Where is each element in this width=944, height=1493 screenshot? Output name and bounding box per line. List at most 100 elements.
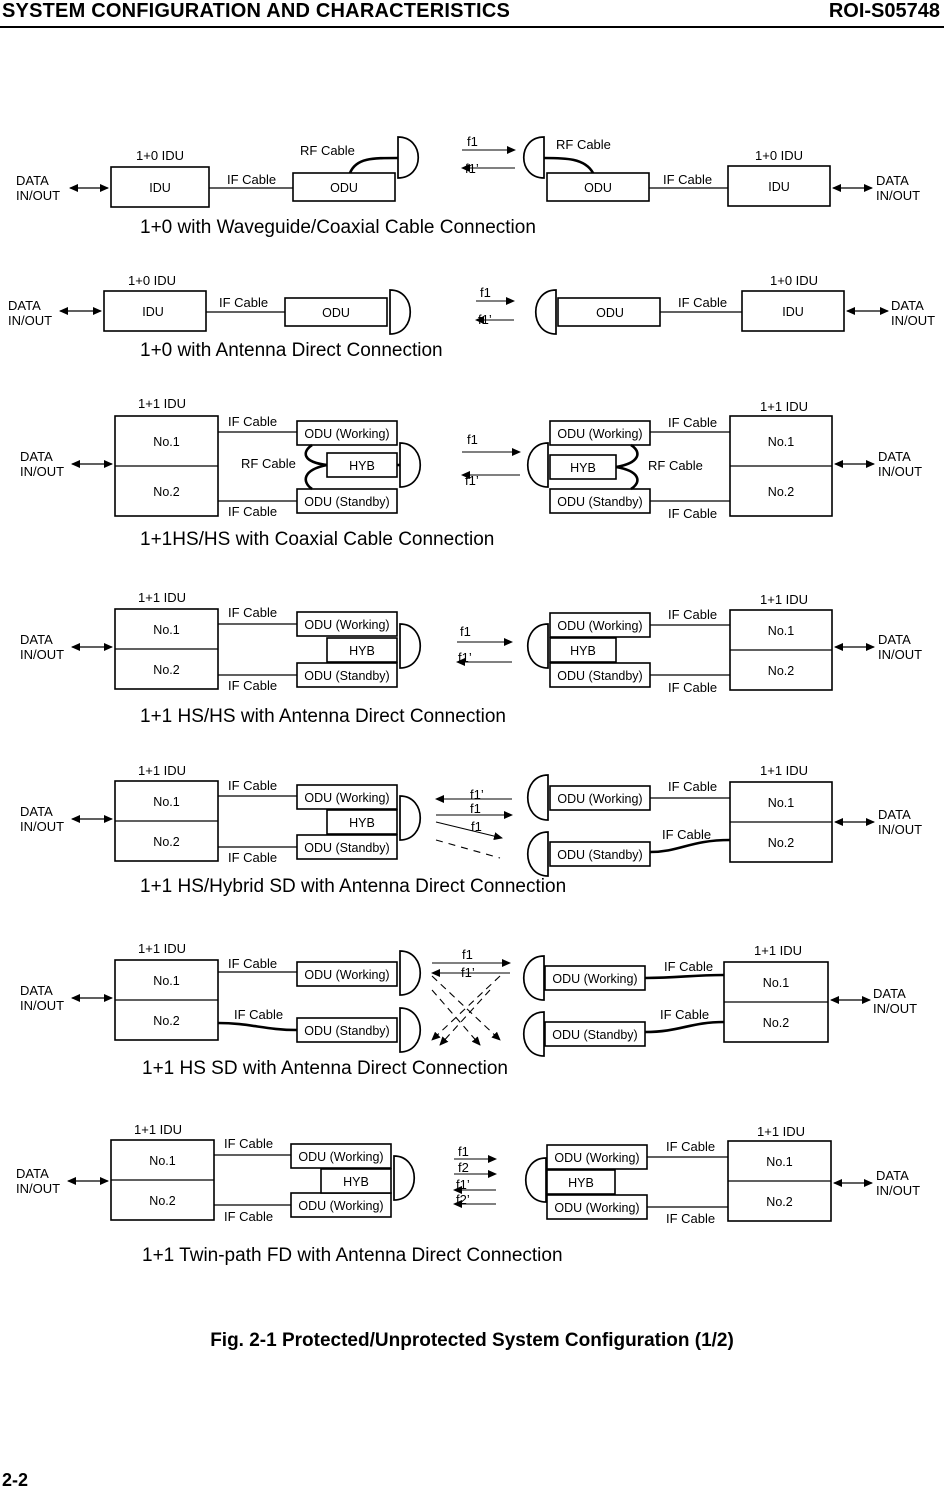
s5-odu-standby-left-label: ODU (Standby)	[304, 841, 389, 855]
s3-odu-working-left-label: ODU (Working)	[304, 427, 389, 441]
s5-antenna-right-top	[526, 774, 549, 821]
s5-odu-standby-right-label: ODU (Standby)	[557, 848, 642, 862]
s6-antenna-right-top	[522, 955, 545, 1001]
header-rule	[0, 26, 944, 28]
s6-right-idu-no1: No.1	[763, 976, 789, 990]
s4-right-idu-no2: No.2	[768, 664, 794, 678]
s1-data-right-line2: IN/OUT	[876, 188, 920, 203]
s5-left-idu-no1: No.1	[153, 795, 179, 809]
s5-odu-working-right	[549, 785, 651, 811]
s7-right-idu-no2: No.2	[766, 1195, 792, 1209]
s5-odu-standby-right	[549, 841, 651, 867]
s2-odu-left-label: ODU	[322, 306, 350, 320]
s3-if-left-top-label: IF Cable	[228, 414, 277, 429]
s4-data-left-line1: DATA	[20, 632, 53, 647]
s3-rf-right-top	[615, 443, 639, 469]
s7-odu-working-right	[546, 1144, 648, 1170]
s4-left-idu-title: 1+1 IDU	[138, 590, 186, 605]
s3-left-idu-no1: No.1	[153, 435, 179, 449]
s5-hyb-left	[326, 809, 398, 835]
s7-antenna-right	[524, 1157, 547, 1203]
s1-title: 1+0 with Waveguide/Coaxial Cable Connect…	[140, 217, 536, 238]
s1-idu-left-label: IDU	[149, 181, 171, 195]
s7-odu-working-left-2	[290, 1192, 392, 1218]
s6-odu-standby-left	[296, 1017, 398, 1043]
s2-odu-right	[557, 297, 661, 327]
s1-data-right-line1: DATA	[876, 173, 909, 188]
s5-if-left-top-label: IF Cable	[228, 778, 277, 793]
s6-left-idu-no1: No.1	[153, 974, 179, 988]
s7-if-right-top-label: IF Cable	[666, 1139, 715, 1154]
s7-if-left-top-label: IF Cable	[224, 1136, 273, 1151]
s6-data-right-line2: IN/OUT	[873, 1001, 917, 1016]
s6-if-cable-left-bot	[217, 1021, 298, 1032]
s1-rf-cable-right	[543, 156, 595, 174]
s3-antenna-left	[399, 442, 422, 488]
s1-data-left-line2: IN/OUT	[16, 188, 60, 203]
s7-data-right-line2: IN/OUT	[876, 1183, 920, 1198]
s3-hyb-right	[549, 454, 617, 480]
s4-hyb-right-label: HYB	[570, 644, 596, 658]
s4-odu-standby-right-label: ODU (Standby)	[557, 669, 642, 683]
s4-data-right-line2: IN/OUT	[878, 647, 922, 662]
s5-antenna-left	[399, 795, 422, 841]
s7-f2p-label: f2’	[456, 1192, 470, 1207]
s3-hyb-left-label: HYB	[349, 459, 375, 473]
s3-if-right-top-label: IF Cable	[668, 415, 717, 430]
s2-data-right-line2: IN/OUT	[891, 313, 935, 328]
s3-data-left-line1: DATA	[20, 449, 53, 464]
s2-idu-left-title: 1+0 IDU	[128, 273, 176, 288]
s2-if-cable-left-label: IF Cable	[219, 295, 268, 310]
s2-idu-right	[741, 290, 845, 332]
s4-odu-working-right	[549, 612, 651, 638]
s4-hyb-left	[326, 637, 398, 663]
s3-rf-left-top	[304, 443, 328, 467]
s5-right-idu-title: 1+1 IDU	[760, 763, 808, 778]
s4-right-idu-no1: No.1	[768, 624, 794, 638]
s3-odu-working-right	[549, 420, 651, 446]
s4-odu-standby-left	[296, 662, 398, 688]
s3-data-right-line1: DATA	[878, 449, 911, 464]
s6-left-idu-no2: No.2	[153, 1014, 179, 1028]
s6-if-left-top-label: IF Cable	[228, 956, 277, 971]
s6-antenna-left-top	[399, 950, 422, 996]
s3-f1p-label: f1’	[465, 473, 479, 488]
s1-odu-left	[292, 172, 396, 202]
s6-odu-working-right	[544, 965, 646, 991]
s6-cross-c	[431, 989, 481, 1046]
s6-antenna-right-bot	[522, 1011, 545, 1057]
s5-data-left-line2: IN/OUT	[20, 819, 64, 834]
s5-if-left-bot-label: IF Cable	[228, 850, 277, 865]
s7-odu-working-left-2-label: ODU (Working)	[298, 1199, 383, 1213]
s3-odu-standby-right-label: ODU (Standby)	[557, 495, 642, 509]
s5-if-right-top-label: IF Cable	[668, 779, 717, 794]
s4-if-left-bot-label: IF Cable	[228, 678, 277, 693]
s3-odu-standby-left-label: ODU (Standby)	[304, 495, 389, 509]
s1-idu-left-title: 1+0 IDU	[136, 148, 184, 163]
s4-odu-working-left	[296, 611, 398, 637]
s2-f1-label: f1	[480, 285, 491, 300]
s4-hyb-left-label: HYB	[349, 644, 375, 658]
s3-f1-label: f1	[467, 432, 478, 447]
s7-right-idu-title: 1+1 IDU	[757, 1124, 805, 1139]
s4-data-right-line1: DATA	[878, 632, 911, 647]
s1-antenna-right	[522, 136, 545, 179]
s5-data-right-line2: IN/OUT	[878, 822, 922, 837]
s6-if-cable-right-bot	[644, 1020, 725, 1034]
s7-if-left-bot-label: IF Cable	[224, 1209, 273, 1224]
s3-rf-left-bot	[304, 463, 328, 491]
s7-title: 1+1 Twin-path FD with Antenna Direct Con…	[142, 1245, 563, 1266]
s5-f1a-label: f1	[470, 801, 481, 816]
s7-hyb-left-label: HYB	[343, 1175, 369, 1189]
s2-data-left-line2: IN/OUT	[8, 313, 52, 328]
s6-antenna-left-bot	[399, 1007, 422, 1053]
s1-idu-left	[110, 166, 210, 208]
s6-odu-working-left	[296, 961, 398, 987]
s6-if-right-bot-label: IF Cable	[660, 1007, 709, 1022]
s3-odu-working-right-label: ODU (Working)	[557, 427, 642, 441]
s1-f1p-label: f1’	[465, 161, 479, 176]
s7-odu-working-left-label: ODU (Working)	[298, 1150, 383, 1164]
s7-left-idu-no2: No.2	[149, 1194, 175, 1208]
document-id: ROI-S05748	[828, 0, 940, 22]
s6-odu-standby-left-label: ODU (Standby)	[304, 1024, 389, 1038]
